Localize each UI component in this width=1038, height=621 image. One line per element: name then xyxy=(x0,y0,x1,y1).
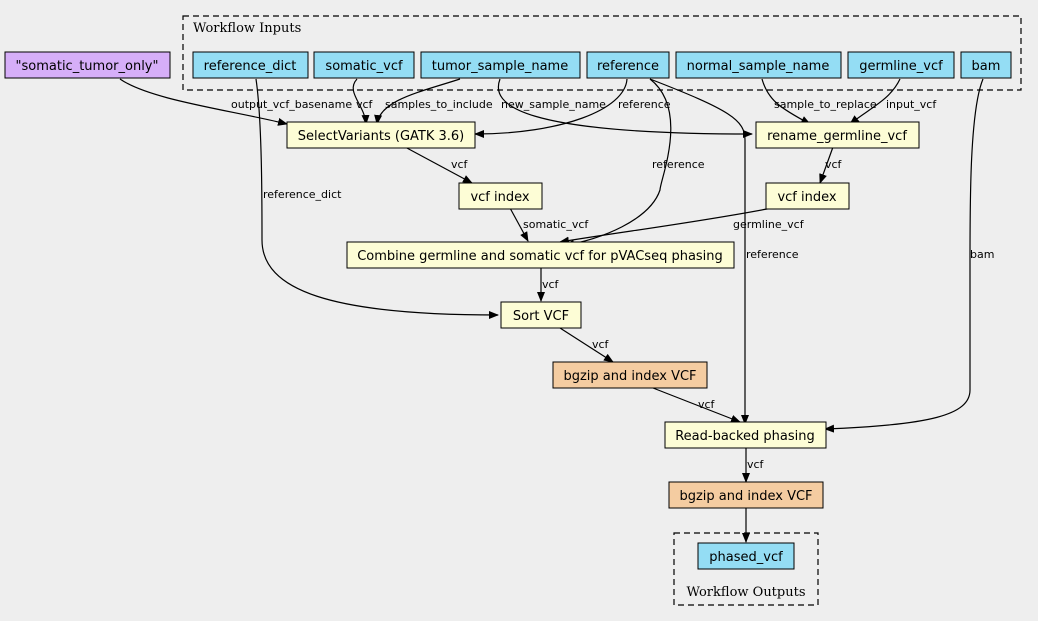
node-label-read-backed-phasing: Read-backed phasing xyxy=(675,429,815,444)
workflow-outputs-label: Workflow Outputs xyxy=(687,585,806,600)
node-label-reference-dict: reference_dict xyxy=(204,59,297,74)
edge-reference-select xyxy=(474,78,628,138)
edge-labels: output_vcf_basename vcf samples_to_inclu… xyxy=(231,98,994,471)
edge-samples-to-include xyxy=(374,78,461,125)
node-label-reference: reference xyxy=(597,59,659,74)
edge-select-vcf xyxy=(404,146,473,184)
node-label-sort-vcf: Sort VCF xyxy=(513,309,569,324)
node-normal-sample-name[interactable]: normal_sample_name xyxy=(675,51,842,79)
edge-reference-phasing xyxy=(649,78,749,425)
edge-sort-vcf xyxy=(559,327,614,363)
node-vcf-index-germline[interactable]: vcf index xyxy=(765,182,850,210)
workflow-inputs-label: Workflow Inputs xyxy=(193,21,301,36)
edge-reference-dict xyxy=(255,78,499,319)
edge-label-reference-phasing: reference xyxy=(746,248,799,261)
edge-label-germline-vcf: germline_vcf xyxy=(733,218,805,231)
edge-label-vcf-somatic-in: vcf xyxy=(356,98,374,111)
node-rename-germline-vcf[interactable]: rename_germline_vcf xyxy=(755,121,920,149)
node-combine-vcf[interactable]: Combine germline and somatic vcf for pVA… xyxy=(346,241,735,269)
workflow-inputs-cluster xyxy=(182,15,1022,91)
edge-label-somatic-vcf: somatic_vcf xyxy=(523,218,589,231)
node-label-somatic-vcf: somatic_vcf xyxy=(325,59,403,74)
node-reference[interactable]: reference xyxy=(586,51,670,79)
edge-sample-to-replace xyxy=(761,78,811,125)
edge-label-vcf-select-out: vcf xyxy=(451,158,469,171)
edge-label-vcf-rename-out: vcf xyxy=(825,158,843,171)
node-label-bgzip-index-2: bgzip and index VCF xyxy=(679,489,812,504)
node-bgzip-index-1[interactable]: bgzip and index VCF xyxy=(552,361,708,389)
edge-label-reference-combine: reference xyxy=(652,158,705,171)
edge-label-vcf-bgzip-out: vcf xyxy=(698,398,716,411)
edge-label-input-vcf: input_vcf xyxy=(886,98,937,111)
node-label-germline-vcf: germline_vcf xyxy=(859,59,943,74)
node-bam[interactable]: bam xyxy=(960,51,1012,79)
node-label-vcf-index-somatic: vcf index xyxy=(470,190,529,205)
node-somatic-tumor-only[interactable]: "somatic_tumor_only" xyxy=(4,51,171,79)
node-label-tumor-sample-name: tumor_sample_name xyxy=(432,59,568,74)
node-vcf-index-somatic[interactable]: vcf index xyxy=(458,182,543,210)
edge-somatic-vcf-combine xyxy=(509,207,529,242)
node-read-backed-phasing[interactable]: Read-backed phasing xyxy=(664,421,827,449)
edge-label-reference-dict: reference_dict xyxy=(263,188,342,201)
node-sort-vcf[interactable]: Sort VCF xyxy=(500,301,582,329)
node-label-combine-vcf: Combine germline and somatic vcf for pVA… xyxy=(357,249,723,264)
edge-label-bam: bam xyxy=(970,248,994,261)
edge-somatic-vcf xyxy=(352,78,370,125)
edge-label-reference-select: reference xyxy=(618,98,671,111)
node-somatic-vcf[interactable]: somatic_vcf xyxy=(313,51,415,79)
node-bgzip-index-2[interactable]: bgzip and index VCF xyxy=(668,481,824,509)
edge-label-vcf-combine-out: vcf xyxy=(542,278,560,291)
node-label-somatic-tumor-only: "somatic_tumor_only" xyxy=(16,59,159,74)
node-label-bam: bam xyxy=(972,59,1001,74)
node-reference-dict[interactable]: reference_dict xyxy=(192,51,309,79)
node-label-phased-vcf: phased_vcf xyxy=(709,550,783,565)
node-label-normal-sample-name: normal_sample_name xyxy=(687,59,830,74)
node-label-vcf-index-germline: vcf index xyxy=(777,190,836,205)
nodes: "somatic_tumor_only" reference_dict soma… xyxy=(4,51,1012,570)
node-label-select-variants: SelectVariants (GATK 3.6) xyxy=(298,129,465,144)
edge-rename-vcf xyxy=(819,146,834,184)
edge-label-samples-to-include: samples_to_include xyxy=(385,98,493,111)
node-phased-vcf[interactable]: phased_vcf xyxy=(697,542,795,570)
edge-bam xyxy=(824,78,984,433)
node-select-variants[interactable]: SelectVariants (GATK 3.6) xyxy=(286,121,476,149)
edge-germline-vcf-combine xyxy=(559,207,773,245)
edge-bgzip-vcf xyxy=(652,387,741,423)
node-tumor-sample-name[interactable]: tumor_sample_name xyxy=(420,51,581,79)
edges xyxy=(119,78,984,543)
edge-label-new-sample-name: new_sample_name xyxy=(501,98,606,111)
node-label-bgzip-index-1: bgzip and index VCF xyxy=(563,369,696,384)
edge-new-sample-name xyxy=(497,78,753,138)
edge-label-sample-to-replace: sample_to_replace xyxy=(774,98,877,111)
node-germline-vcf[interactable]: germline_vcf xyxy=(847,51,955,79)
edge-label-vcf-sort-out: vcf xyxy=(592,338,610,351)
edge-input-vcf xyxy=(849,78,901,125)
edge-output-vcf-basename xyxy=(119,78,288,126)
edge-label-vcf-phasing-out: vcf xyxy=(747,458,765,471)
node-label-rename-germline-vcf: rename_germline_vcf xyxy=(767,129,907,144)
edge-label-output-vcf-basename: output_vcf_basename xyxy=(231,98,352,111)
